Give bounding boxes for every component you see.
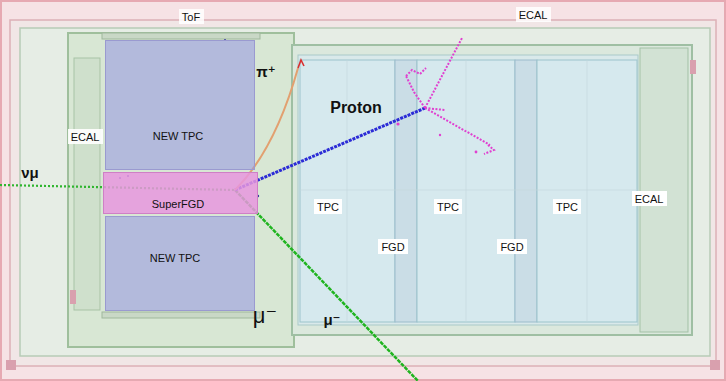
- tpc-module: NEW TPC: [105, 216, 255, 311]
- part-label: NEW TPC: [150, 252, 201, 265]
- part-label: TPC: [437, 201, 459, 214]
- ecal-label: ECAL: [632, 191, 667, 206]
- tpc-label: TPC: [434, 199, 462, 214]
- part-label: TPC: [317, 201, 339, 214]
- part-label: ECAL: [519, 9, 548, 22]
- part-label: SuperFGD: [152, 198, 205, 211]
- part-label: ECAL: [635, 193, 664, 206]
- tpc-label: TPC: [553, 199, 581, 214]
- particle-label: Proton: [330, 99, 382, 117]
- part-label: ECAL: [71, 131, 100, 144]
- tpc-label: TPC: [314, 199, 342, 214]
- part-label: TPC: [556, 201, 578, 214]
- ecal-label: ECAL: [516, 7, 551, 22]
- fgd-label: FGD: [497, 239, 527, 254]
- part-label: FGD: [381, 241, 404, 254]
- part-label: ToF: [182, 11, 200, 24]
- tof-label: ToF: [179, 9, 204, 24]
- particle-label: μ⁻: [323, 312, 340, 329]
- particle-label: μ⁻: [253, 304, 277, 328]
- part-label: NEW TPC: [153, 130, 204, 143]
- superfgd-module: SuperFGD: [103, 172, 258, 214]
- part-label: FGD: [500, 241, 523, 254]
- particle-label: νμ: [21, 165, 39, 182]
- particle-label: π⁺: [256, 64, 275, 81]
- fgd-label: FGD: [378, 239, 408, 254]
- tpc-module: NEW TPC: [105, 40, 255, 170]
- ecal-label: ECAL: [68, 129, 103, 144]
